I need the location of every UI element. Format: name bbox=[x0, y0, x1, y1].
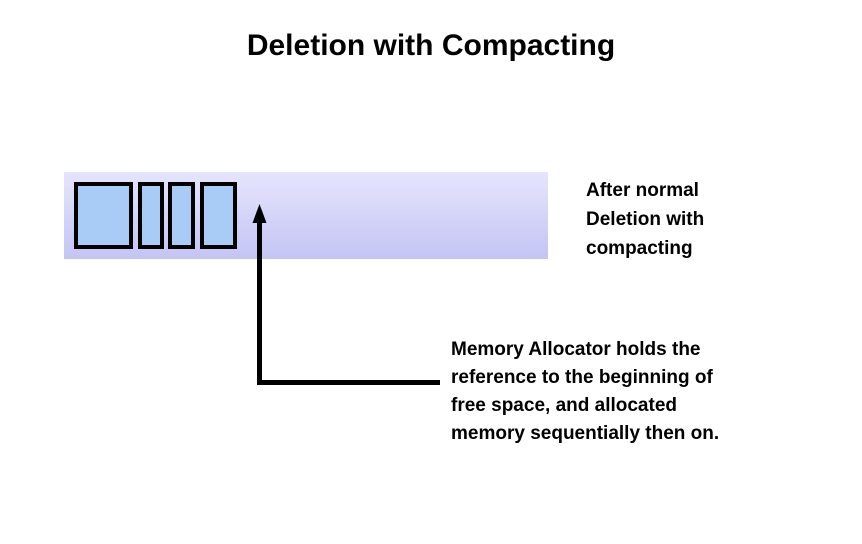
bar-caption-line: After normal bbox=[586, 180, 699, 201]
allocator-note-line: free space, and allocated bbox=[451, 395, 677, 416]
page-title: Deletion with Compacting bbox=[0, 27, 862, 65]
allocator-note-line: memory sequentially then on. bbox=[451, 423, 720, 444]
memory-block bbox=[138, 182, 164, 249]
memory-block bbox=[168, 182, 195, 249]
page-title-lead: Deletion with bbox=[246, 29, 442, 62]
free-space-pointer-arrow bbox=[252, 204, 440, 385]
allocator-note-line: Memory Allocator holds the bbox=[451, 339, 701, 360]
memory-block bbox=[200, 182, 237, 249]
page-title-emphasis: Compacting bbox=[441, 29, 616, 62]
bar-caption-line: compacting bbox=[586, 238, 693, 259]
bar-caption: After normal Deletion with compacting bbox=[586, 176, 836, 263]
allocator-note-line: reference to the beginning of bbox=[451, 367, 713, 388]
allocator-note: Memory Allocator holds the reference to … bbox=[451, 336, 851, 448]
bar-caption-line: Deletion with bbox=[586, 209, 705, 230]
memory-block bbox=[74, 182, 133, 249]
